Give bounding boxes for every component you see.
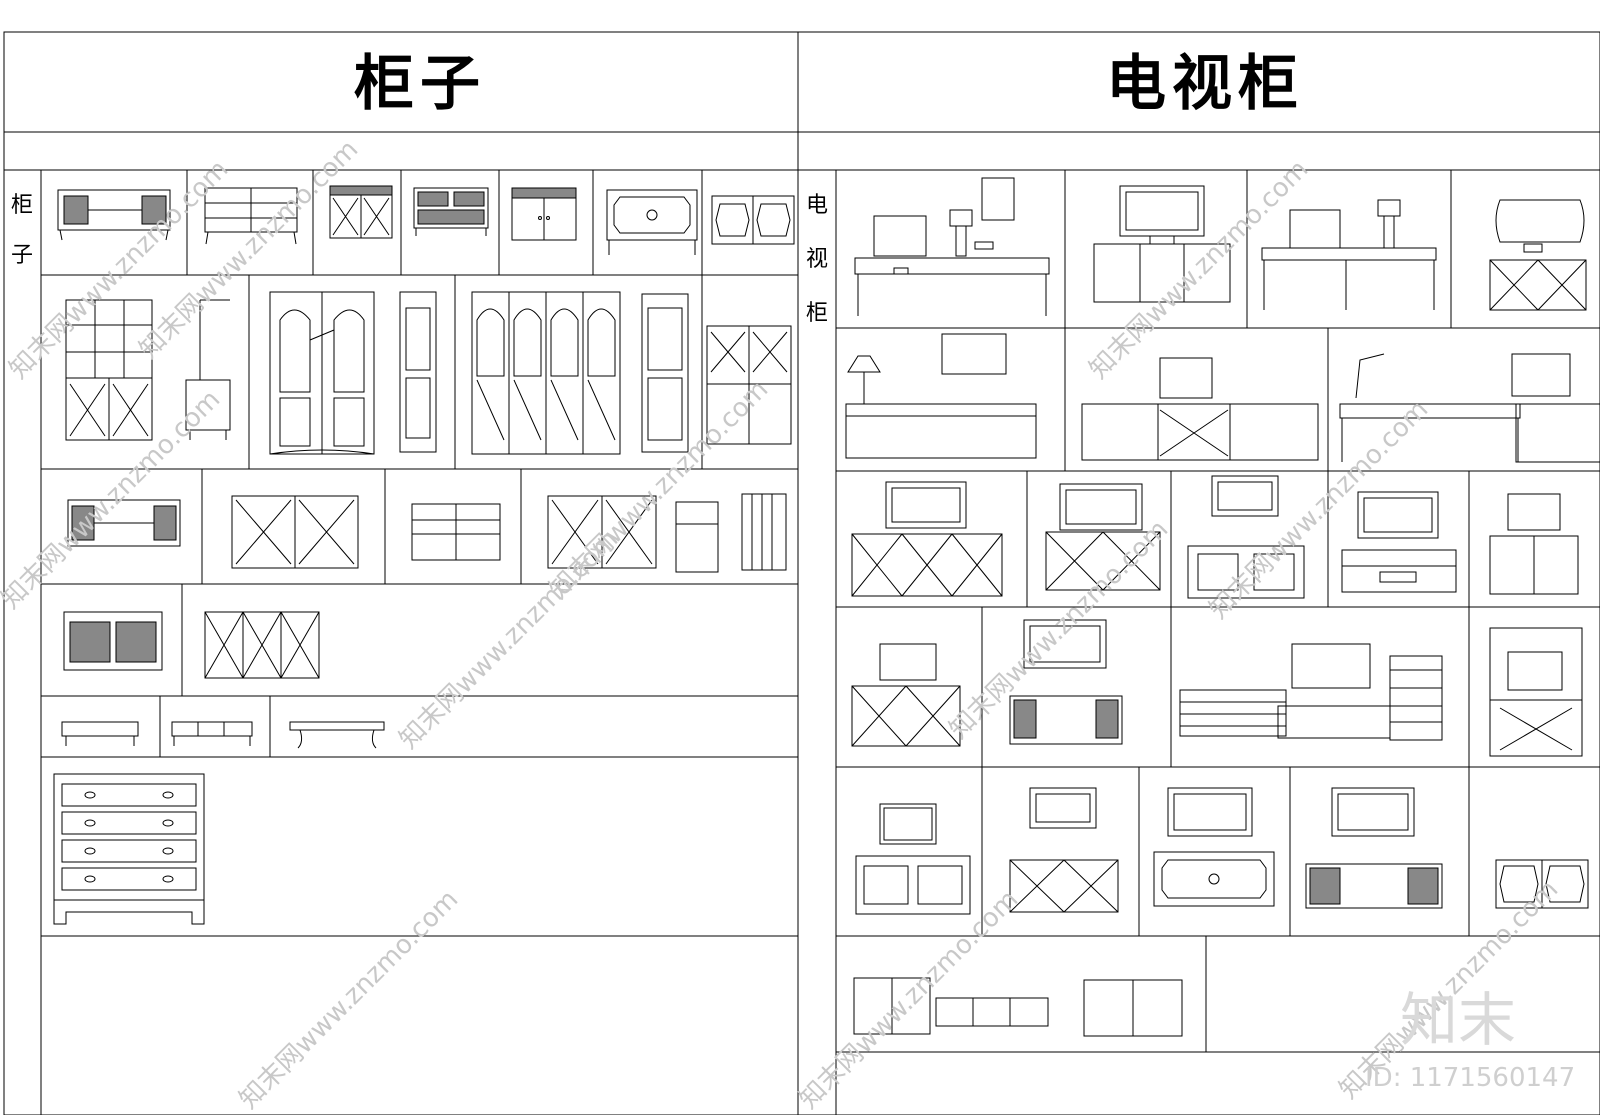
cabinet-drawing [413, 187, 489, 236]
tv-cabinet-drawing [1305, 787, 1443, 909]
watermark-text: 知末网www.znzmo.com [544, 374, 775, 605]
tv-cabinet-drawing [1045, 483, 1161, 591]
cabinet-drawing [606, 189, 698, 255]
left-side-label-2: 子 [11, 243, 33, 268]
cabinet-drawing [53, 773, 205, 925]
tv-cabinet-drawing [1495, 859, 1589, 909]
cabinet-drawing [511, 187, 577, 241]
tv-cabinet-drawing [935, 997, 1049, 1027]
tv-cabinet-drawing [1093, 185, 1231, 303]
cabinet-drawing [675, 501, 719, 573]
tv-cabinet-drawing [1083, 979, 1183, 1037]
cabinet-drawing [65, 299, 153, 441]
tv-cabinet-drawing [1261, 199, 1437, 310]
watermark-layer: 知末网www.znzmo.com 知末网www.znzmo.com 知末网www… [0, 134, 1564, 1115]
tv-cabinet-drawing [1153, 787, 1275, 907]
tv-cabinet-drawings [845, 177, 1600, 1037]
cabinet-drawing [185, 299, 231, 440]
tv-cabinet-drawing [1489, 627, 1583, 757]
cabinet-drawing [289, 721, 385, 749]
tv-cabinet-drawing [1489, 199, 1587, 311]
cabinet-drawing [269, 291, 375, 455]
watermark-text: 知末网www.znzmo.com [234, 884, 465, 1115]
tv-cabinet-drawing [854, 177, 1050, 316]
id-watermark: ID: 1171560147 [1365, 1063, 1575, 1093]
right-side-label-1: 电 [806, 193, 828, 218]
frame-grid [3, 31, 1600, 1115]
cabinet-drawing [711, 195, 795, 245]
left-side-label-1: 柜 [11, 193, 33, 218]
watermark-text: 知末网www.znzmo.com [1084, 154, 1315, 385]
tv-cabinet-drawing [1339, 353, 1600, 463]
tv-cabinet-drawing [853, 977, 931, 1035]
tv-cabinet-drawing [1081, 357, 1319, 461]
brand-watermark: 知末 [1400, 986, 1516, 1054]
cabinet-drawing [171, 721, 253, 746]
cabinet-drawings [53, 185, 795, 925]
tv-cabinet-drawing [1179, 643, 1443, 741]
cabinet-drawing [61, 721, 139, 746]
cabinet-drawing [231, 495, 359, 569]
watermark-text: 知末网www.znzmo.com [794, 884, 1025, 1115]
tv-cabinet-drawing [1009, 619, 1123, 745]
cabinet-drawing [471, 291, 621, 455]
tv-cabinet-drawing [1009, 787, 1119, 913]
cabinet-drawing [67, 499, 181, 547]
cabinet-drawing [641, 293, 689, 453]
right-side-label-3: 柜 [806, 301, 828, 326]
watermark-text: 知末网www.znzmo.com [0, 384, 226, 615]
left-title: 柜子 [354, 49, 486, 119]
cabinet-drawing [329, 185, 393, 239]
cabinet-drawing [57, 189, 171, 241]
cabinet-drawing [547, 495, 657, 569]
cabinet-drawing [741, 493, 787, 571]
tv-cabinet-drawing [855, 803, 971, 915]
tv-cabinet-drawing [1187, 475, 1305, 599]
cabinet-drawing [63, 611, 163, 671]
right-side-label-2: 视 [806, 247, 828, 272]
tv-cabinet-drawing [845, 333, 1037, 459]
tv-cabinet-drawing [1489, 493, 1579, 595]
right-title: 电视柜 [1106, 49, 1304, 119]
cabinet-drawing [204, 611, 320, 679]
tv-cabinet-drawing [851, 481, 1003, 597]
cabinet-drawing [204, 187, 298, 245]
cabinet-drawing [706, 325, 792, 445]
cabinet-drawing [411, 503, 501, 561]
cabinet-drawing [399, 291, 437, 453]
watermark-text: 知末网www.znzmo.com [944, 514, 1175, 745]
tv-cabinet-drawing [1341, 491, 1457, 593]
tv-cabinet-drawing [851, 643, 961, 747]
